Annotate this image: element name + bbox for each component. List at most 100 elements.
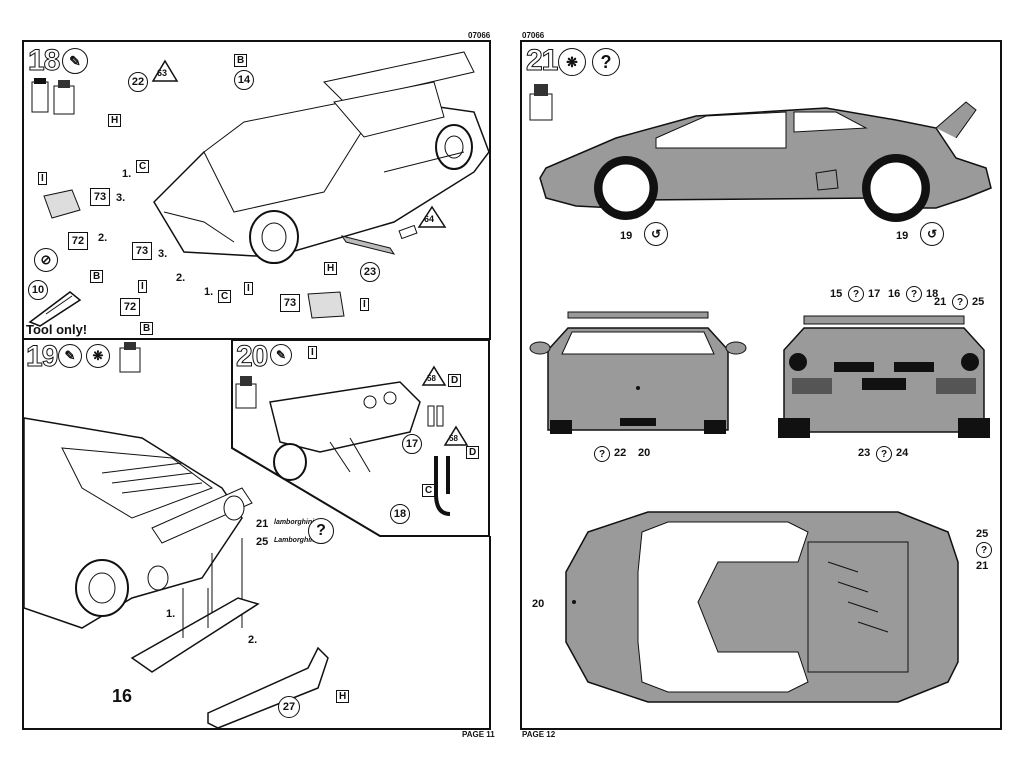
car-rear-view bbox=[778, 315, 990, 438]
part-58: 58 bbox=[427, 374, 436, 383]
question-icon: ? bbox=[952, 294, 968, 310]
question-icon: ? bbox=[976, 542, 992, 558]
rear-label-16: 16 bbox=[888, 288, 901, 300]
paint-bottle-icon bbox=[529, 84, 553, 121]
left-page-code: 07066 bbox=[468, 31, 491, 40]
rear-label-15: 15 bbox=[830, 288, 843, 300]
part-64: 64 bbox=[424, 214, 435, 224]
car-top-view bbox=[565, 511, 959, 703]
part-73-c: 73 bbox=[280, 294, 300, 312]
flag-H: H bbox=[108, 114, 122, 127]
flag-B: B bbox=[234, 54, 248, 67]
question-icon: ? bbox=[594, 446, 610, 462]
part-73-b: 73 bbox=[132, 242, 152, 260]
part-72: 72 bbox=[68, 232, 88, 250]
part-22: 22 bbox=[128, 72, 148, 92]
part-58-triangle bbox=[421, 365, 447, 386]
step-number: 18 bbox=[27, 44, 60, 77]
step-21-panel: 21 ❋ ? 19 ↺ 19 ↺ ? 22 20 15 ? 17 16 ? 18… bbox=[520, 40, 1002, 730]
wheel-glue-icon-2: ↺ bbox=[920, 222, 944, 246]
part-25-label: 25 bbox=[256, 536, 269, 548]
flag-I: I bbox=[308, 346, 317, 359]
top-label-25: 25 bbox=[976, 528, 989, 540]
lens-part-drawing-2 bbox=[307, 291, 345, 319]
flag-D: D bbox=[448, 374, 462, 387]
step-18-panel: 18 ✎ 22 63 14 B H 1. C I 73 3. 72 2. 73 … bbox=[22, 40, 491, 340]
step-number: 20 bbox=[235, 340, 268, 373]
question-icon: ? bbox=[848, 286, 864, 302]
rear-label-17: 17 bbox=[868, 288, 881, 300]
flag-I-3: I bbox=[244, 282, 253, 295]
car-rear-drawing bbox=[23, 417, 253, 629]
flag-D-2: D bbox=[466, 446, 480, 459]
flag-I-2: I bbox=[138, 280, 147, 293]
exhaust-tip-drawing bbox=[427, 405, 444, 427]
no-glue-icon: ⊘ bbox=[34, 248, 58, 272]
flag-C: C bbox=[422, 484, 436, 497]
part-73: 73 bbox=[90, 188, 110, 206]
order-3: 3. bbox=[116, 192, 126, 204]
flag-B-2: B bbox=[90, 270, 104, 283]
flag-C: C bbox=[136, 160, 150, 173]
rear-label-25: 25 bbox=[972, 296, 985, 308]
decal-21: lamborghini bbox=[274, 519, 315, 526]
part-72-b: 72 bbox=[120, 298, 140, 316]
front-label-20: 20 bbox=[638, 447, 651, 459]
rear-label-23: 23 bbox=[858, 447, 871, 459]
wheel-glue-icon: ↺ bbox=[644, 222, 668, 246]
left-page-number: PAGE 11 bbox=[462, 730, 495, 739]
order-2: 2. bbox=[248, 634, 258, 646]
tool-drawing bbox=[28, 291, 82, 327]
lens-part-drawing bbox=[43, 189, 81, 219]
order-1: 1. bbox=[122, 168, 132, 180]
paint-bottle-icon bbox=[235, 376, 257, 409]
order-1-b: 1. bbox=[204, 286, 214, 298]
question-icon: ? bbox=[906, 286, 922, 302]
side-marker-drawing bbox=[340, 224, 418, 255]
tool-only-note: Tool only! bbox=[26, 322, 88, 337]
car-front-view bbox=[529, 311, 747, 434]
part-21-label: 21 bbox=[256, 518, 269, 530]
part-16: 16 bbox=[112, 686, 133, 706]
exhaust-pipe-drawing bbox=[434, 456, 451, 516]
question-icon: ? bbox=[876, 446, 892, 462]
step-20-panel: 20 ✎ I 58 D 17 58 D C 18 bbox=[230, 338, 491, 538]
part-58-b: 58 bbox=[449, 434, 458, 443]
glue-icon: ✎ bbox=[270, 344, 292, 366]
flag-B-3: B bbox=[140, 322, 154, 335]
part-27: 27 bbox=[278, 696, 300, 718]
undertray-drawing bbox=[130, 588, 329, 729]
step-19-content: 19 ✎ ❋ 21 lamborghini 25 Lamborghini ? 1… bbox=[22, 338, 491, 730]
order-3-b: 3. bbox=[158, 248, 168, 260]
part-14: 14 bbox=[234, 70, 254, 90]
rear-bumper-drawing bbox=[269, 381, 421, 481]
part-23: 23 bbox=[360, 262, 380, 282]
flag-H: H bbox=[336, 690, 350, 703]
wheel-label-front: 19 bbox=[620, 230, 633, 242]
decal-icon: ❋ bbox=[558, 48, 586, 76]
rear-label-21: 21 bbox=[934, 296, 947, 308]
paint-bottle-icon bbox=[31, 78, 75, 115]
flag-I: I bbox=[38, 172, 47, 185]
rear-label-24: 24 bbox=[896, 447, 909, 459]
part-17: 17 bbox=[402, 434, 422, 454]
right-page-code: 07066 bbox=[522, 31, 545, 40]
decal-25: Lamborghini bbox=[274, 537, 317, 544]
decal-icon: ❋ bbox=[86, 344, 110, 368]
part-58-triangle-2 bbox=[443, 425, 469, 446]
question-icon: ? bbox=[592, 48, 620, 76]
top-label-21: 21 bbox=[976, 560, 989, 572]
part-63: 63 bbox=[157, 68, 168, 78]
front-label-22: 22 bbox=[614, 447, 627, 459]
part-63-triangle bbox=[151, 59, 179, 82]
step-number: 19 bbox=[25, 340, 58, 373]
order-1: 1. bbox=[166, 608, 176, 620]
order-2-b: 2. bbox=[176, 272, 186, 284]
order-2: 2. bbox=[98, 232, 108, 244]
right-page-number: PAGE 12 bbox=[522, 730, 556, 739]
glue-icon: ✎ bbox=[58, 344, 82, 368]
paint-bottle-icon bbox=[119, 342, 141, 373]
flag-H-2: H bbox=[324, 262, 338, 275]
flag-C-2: C bbox=[218, 290, 232, 303]
car-side-view bbox=[539, 101, 992, 222]
